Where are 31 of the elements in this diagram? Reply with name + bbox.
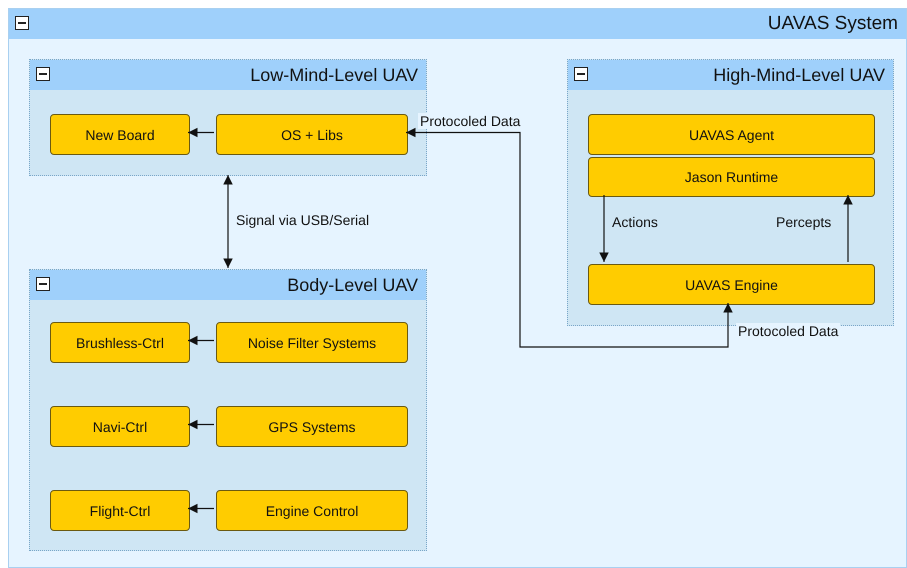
edge-label: Actions — [610, 214, 660, 230]
container-panel — [29, 269, 427, 551]
container-panel — [567, 59, 894, 326]
process-box: GPS Systems — [216, 406, 408, 447]
process-box: Flight-Ctrl — [50, 490, 190, 531]
connector-arrow — [406, 128, 733, 348]
annotation-text: Protocoled Data — [736, 323, 840, 339]
process-box: Engine Control — [216, 490, 408, 531]
container-panel — [8, 8, 907, 568]
process-box: UAVAS Agent — [588, 114, 875, 155]
connector-arrow — [188, 504, 214, 514]
panel-title: Body-Level UAV — [287, 274, 418, 296]
connector-arrow — [188, 336, 214, 346]
process-box: Navi-Ctrl — [50, 406, 190, 447]
panel-title: UAVAS System — [768, 13, 898, 35]
process-box: Noise Filter Systems — [216, 322, 408, 363]
edge-label: Protocoled Data — [418, 113, 522, 129]
panel-title: High-Mind-Level UAV — [713, 64, 885, 86]
edge-label: Percepts — [774, 214, 834, 230]
connector-arrow — [188, 128, 214, 138]
process-box: Brushless-Ctrl — [50, 322, 190, 363]
panel-title: Low-Mind-Level UAV — [250, 64, 418, 86]
edge-label: Signal via USB/Serial — [234, 212, 372, 228]
process-box: New Board — [50, 114, 190, 155]
process-box: OS + Libs — [216, 114, 408, 155]
connector-arrow — [188, 420, 214, 430]
connector-arrow — [843, 195, 853, 262]
process-box: UAVAS Engine — [588, 264, 875, 305]
process-box: Jason Runtime — [588, 157, 875, 197]
connector-arrow — [599, 195, 609, 262]
connector-arrow — [223, 175, 233, 268]
